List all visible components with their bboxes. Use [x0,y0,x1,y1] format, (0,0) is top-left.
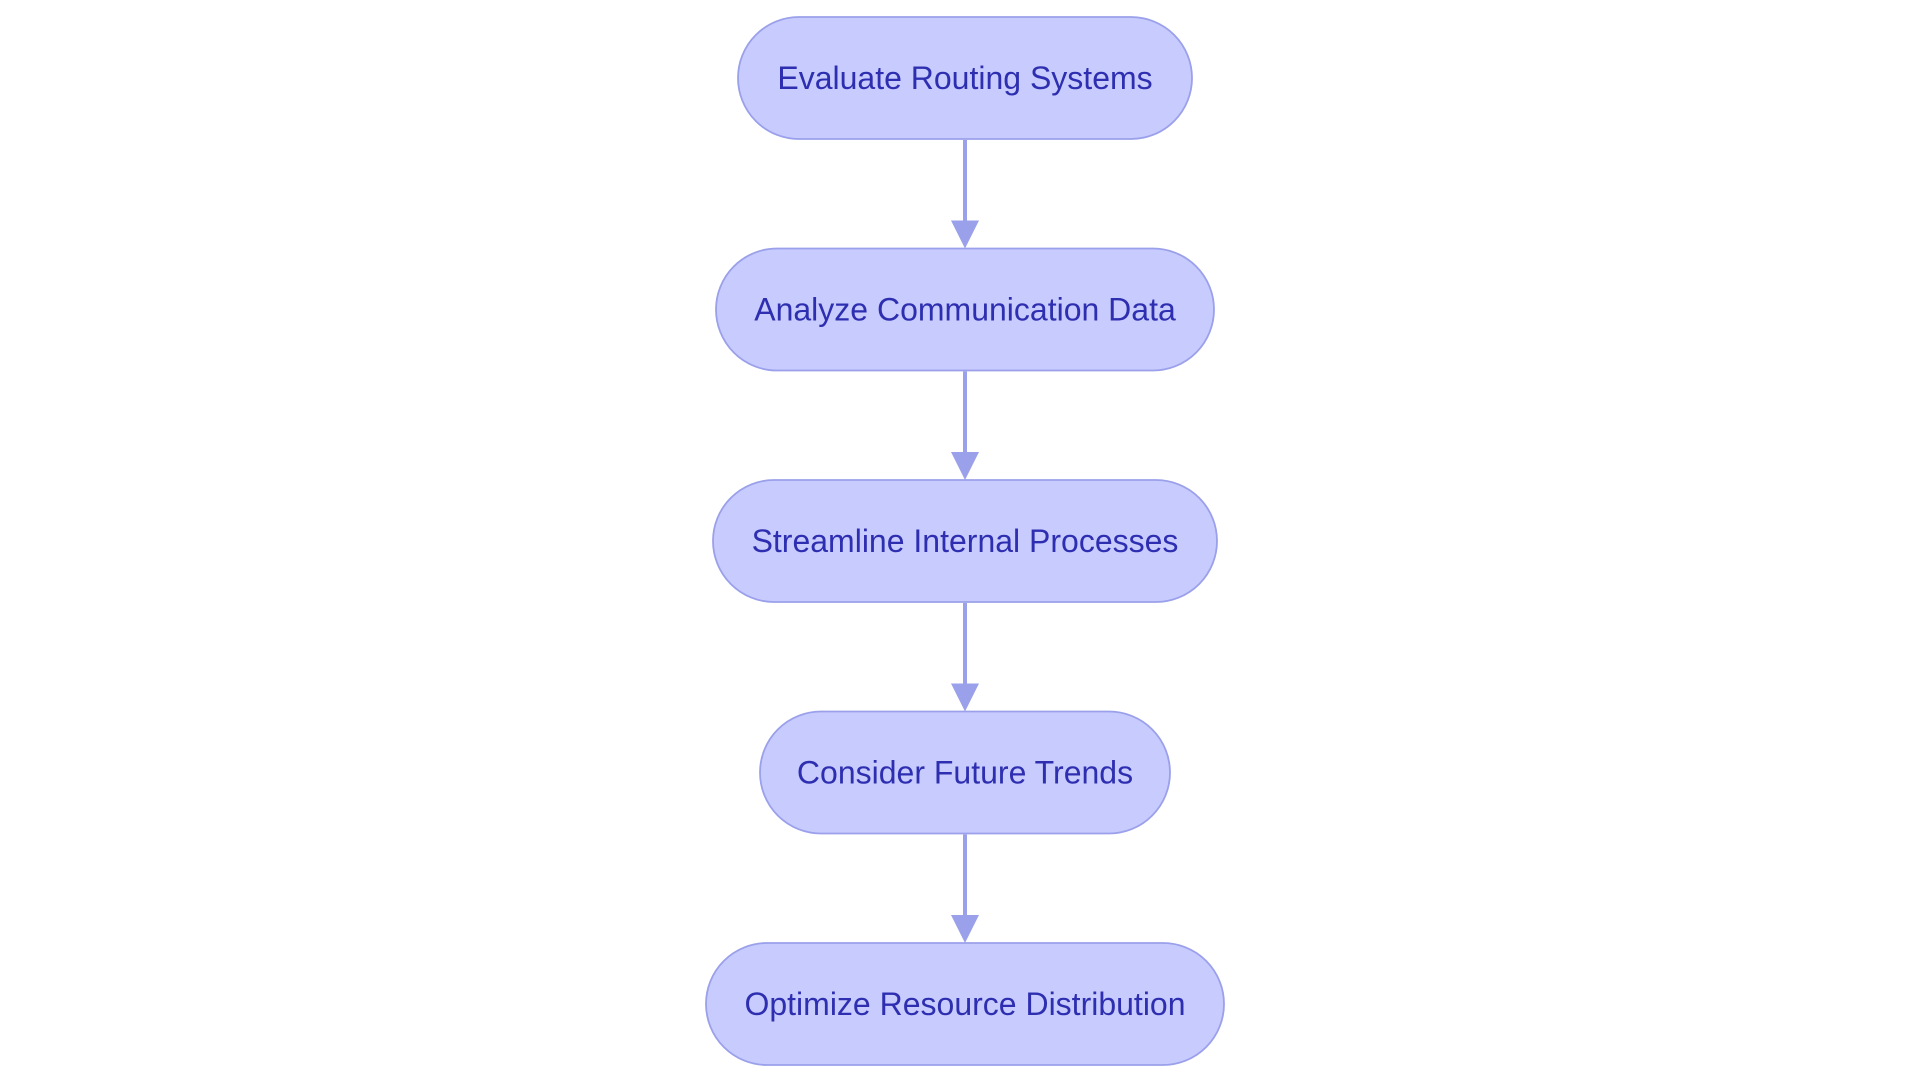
node-evaluate: Evaluate Routing Systems [737,16,1193,140]
node-label: Analyze Communication Data [754,292,1176,328]
node-shape [737,16,1193,140]
node-label: Optimize Resource Distribution [744,986,1185,1022]
node-label: Consider Future Trends [797,755,1133,791]
node-consider: Consider Future Trends [759,710,1171,835]
node-analyze: Analyze Communication Data [715,247,1215,372]
node-shape [712,479,1218,603]
node-optimize: Optimize Resource Distribution [705,942,1225,1066]
node-label: Streamline Internal Processes [752,523,1179,559]
node-shape [759,710,1171,835]
node-streamline: Streamline Internal Processes [712,479,1218,603]
node-label: Evaluate Routing Systems [777,60,1152,96]
node-shape [705,942,1225,1066]
node-shape [715,247,1215,372]
